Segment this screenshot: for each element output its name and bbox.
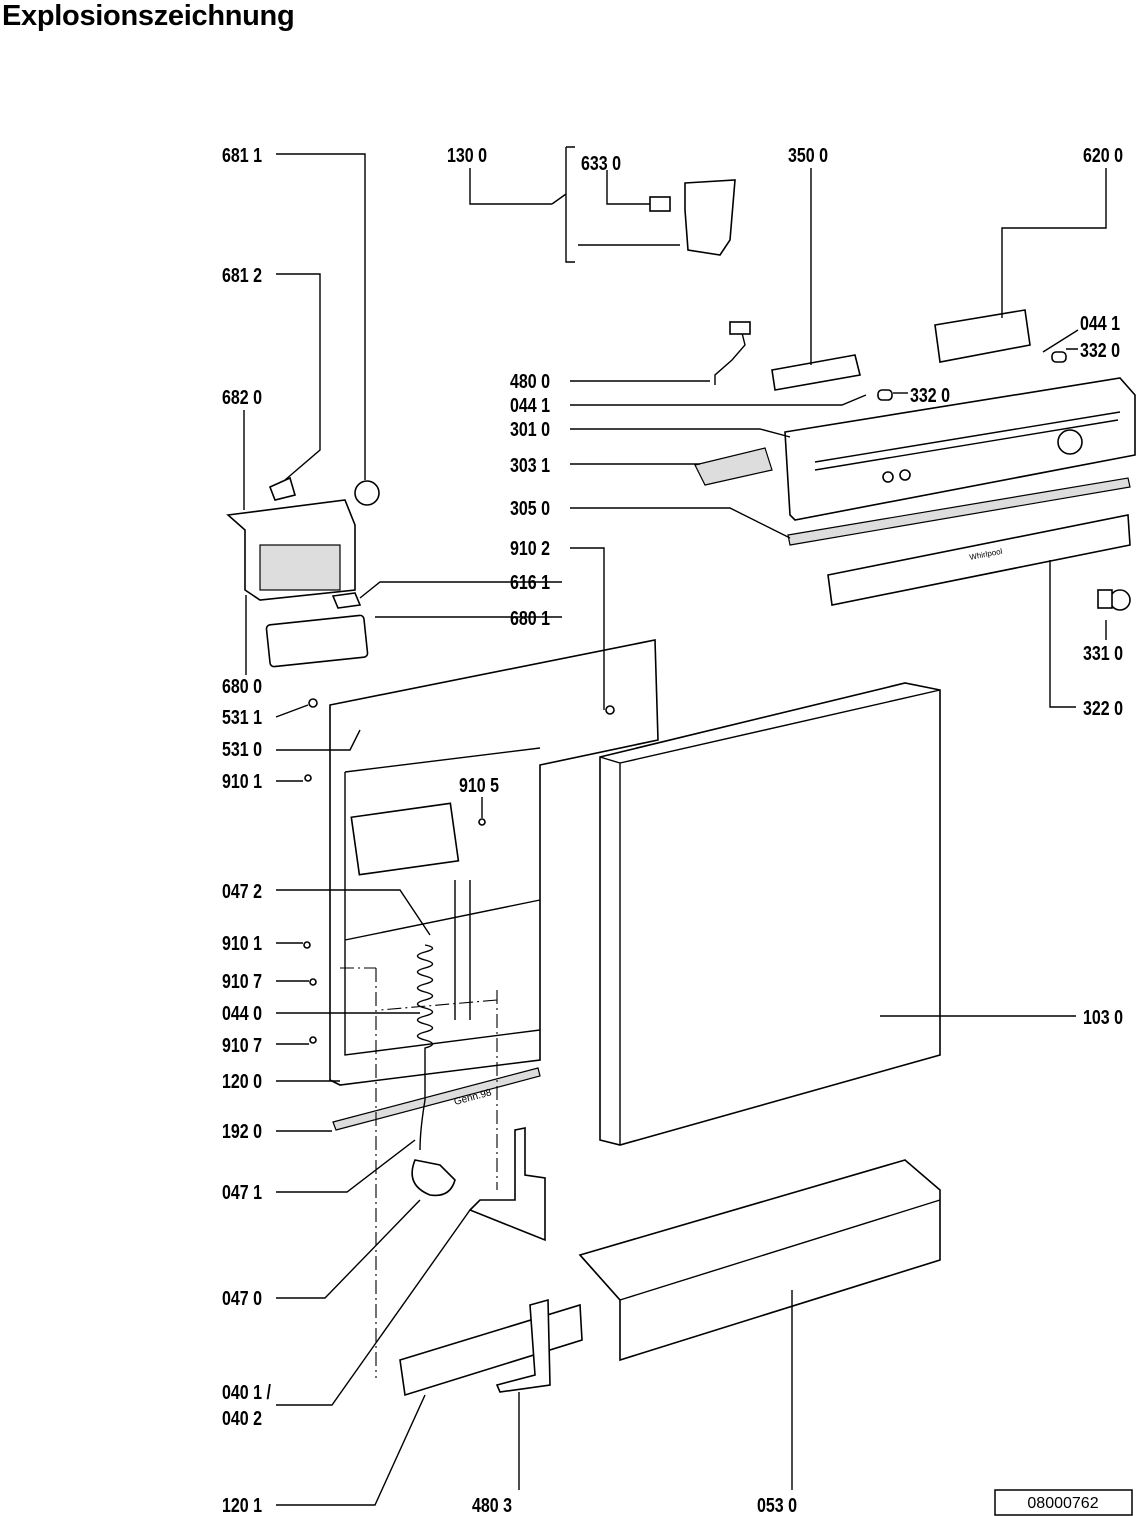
- part-label: 910 5: [459, 774, 499, 796]
- part-label: 682 0: [222, 386, 262, 408]
- part-label: 047 1: [222, 1181, 262, 1203]
- cap-681-1: [354, 480, 380, 506]
- kick-plate: [578, 1159, 941, 1362]
- part-label: 044 1: [1080, 312, 1120, 334]
- part-label: 681 1: [222, 144, 262, 166]
- part-label: 910 1: [222, 932, 262, 954]
- part-label: 680 1: [510, 607, 550, 629]
- knob-stem: [1097, 589, 1113, 609]
- hinge-bracket: [411, 1159, 456, 1197]
- part-label: 480 3: [472, 1494, 512, 1516]
- part-label: 910 1: [222, 770, 262, 792]
- part-label: 910 7: [222, 970, 262, 992]
- part-label: 192 0: [222, 1120, 262, 1142]
- part-label: 616 1: [510, 571, 550, 593]
- part-label: 053 0: [757, 1494, 797, 1516]
- leader-lines: [243, 146, 1107, 1506]
- board-350: [771, 354, 861, 391]
- dispenser-body: [259, 544, 341, 591]
- part-label: 305 0: [510, 497, 550, 519]
- part-label: 301 0: [510, 418, 550, 440]
- bottom-trim: [332, 1067, 541, 1131]
- part-label: 130 0: [447, 144, 487, 166]
- document-number: 08000762: [1027, 1495, 1098, 1512]
- seal-616-1: [331, 592, 362, 609]
- dispenser-gasket-outline: [350, 802, 460, 876]
- part-303-1: [694, 447, 773, 486]
- gasket-680-1: [265, 614, 369, 668]
- part-label: 044 1: [510, 394, 550, 416]
- part-label: 047 2: [222, 880, 262, 902]
- knob: [1109, 589, 1131, 611]
- part-label: 332 0: [910, 384, 950, 406]
- fascia-322: [827, 514, 1131, 606]
- foot-bracket: [495, 1298, 551, 1393]
- part-label: 322 0: [1083, 697, 1123, 719]
- page-title: Explosionszeichnung: [2, 0, 295, 32]
- part-labels: 681 1 130 0 633 0 350 0 620 0 681 2 044 1 332 0…: [222, 144, 1123, 1516]
- part-label: 332 0: [1080, 339, 1120, 361]
- part-label: 047 0: [222, 1287, 262, 1309]
- parts: Genn.98 Whirlpool: [226, 179, 1136, 1397]
- part-label: 331 0: [1083, 642, 1123, 664]
- part-label: 633 0: [581, 152, 621, 174]
- lid-681-2: [268, 476, 297, 501]
- panel-strip-305: [787, 477, 1131, 546]
- part-label: 910 2: [510, 537, 550, 559]
- part-label: 120 0: [222, 1070, 262, 1092]
- part-label: 531 1: [222, 706, 262, 728]
- part-label: 681 2: [222, 264, 262, 286]
- part-label: 044 0: [222, 1002, 262, 1024]
- module-620: [934, 309, 1031, 363]
- part-label: 303 1: [510, 454, 550, 476]
- part-label: 120 1: [222, 1494, 262, 1516]
- lower-plate: [399, 1303, 583, 1397]
- door-front-panel: [599, 682, 941, 1146]
- spring: [416, 944, 434, 1151]
- part-label: 680 0: [222, 675, 262, 697]
- part-label: 040 1 /: [222, 1381, 271, 1403]
- part-label: 910 7: [222, 1034, 262, 1056]
- hinge-plate: [468, 1127, 546, 1242]
- harness: [714, 324, 746, 385]
- part-label: 350 0: [788, 144, 828, 166]
- part-label: 620 0: [1083, 144, 1123, 166]
- part-label: 103 0: [1083, 1006, 1123, 1028]
- part-label: 480 0: [510, 370, 550, 392]
- microswitch: [649, 196, 671, 212]
- part-label: 040 2: [222, 1407, 262, 1429]
- control-panel-301: [784, 377, 1136, 521]
- document-number-box: 08000762: [994, 1489, 1133, 1516]
- part-label: 531 0: [222, 738, 262, 760]
- switch-housing: [684, 179, 736, 256]
